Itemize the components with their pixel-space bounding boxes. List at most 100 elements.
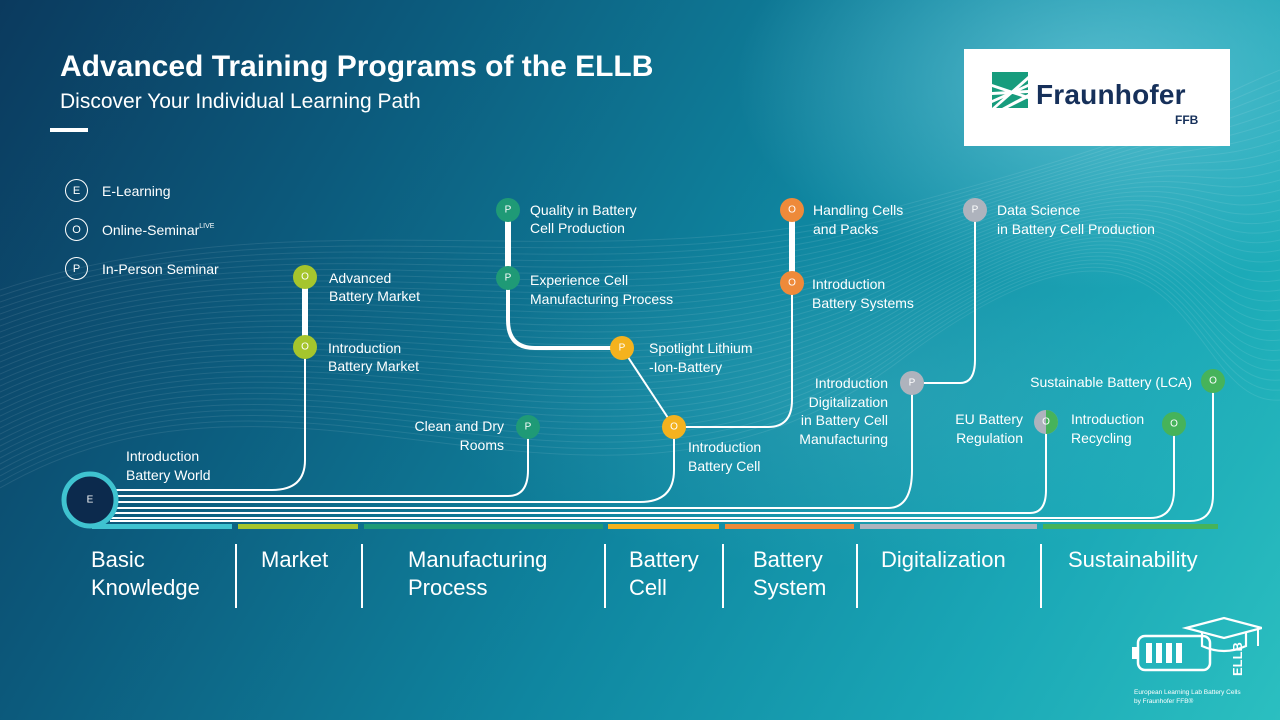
page-title: Advanced Training Programs of the ELLB bbox=[60, 50, 654, 83]
logo-sub: FFB bbox=[1175, 113, 1199, 127]
svg-text:P: P bbox=[525, 422, 532, 433]
bar-manufacturing bbox=[364, 524, 603, 529]
start-node-label: Battery World bbox=[126, 467, 211, 483]
course-label: Handling Cells bbox=[813, 202, 903, 218]
bar-market bbox=[238, 524, 358, 529]
course-label: in Battery Cell Production bbox=[997, 221, 1155, 237]
course-eu-battery-regulation[interactable]: O bbox=[1034, 410, 1058, 434]
course-label: Introduction bbox=[812, 276, 885, 292]
course-label: Introduction bbox=[1071, 411, 1144, 427]
course-label: EU Battery bbox=[955, 411, 1023, 427]
svg-text:O: O bbox=[1209, 376, 1217, 387]
course-label: Sustainable Battery (LCA) bbox=[1030, 374, 1192, 390]
start-node-label: Introduction bbox=[126, 448, 199, 464]
course-label: Battery Market bbox=[329, 288, 420, 304]
course-label: Data Science bbox=[997, 202, 1080, 218]
svg-text:O: O bbox=[788, 278, 796, 289]
course-label: Introduction bbox=[688, 439, 761, 455]
path-spotlight-cell bbox=[621, 347, 675, 428]
path-battery-cell bbox=[110, 427, 675, 503]
path-experience-spotlight bbox=[506, 278, 622, 350]
page-subtitle: Discover Your Individual Learning Path bbox=[60, 90, 421, 113]
course-experience-cell-manufacturing[interactable]: P bbox=[496, 266, 520, 290]
legend-online-seminar: O Online-SeminarLIVE bbox=[65, 218, 214, 241]
legend-e-icon: E bbox=[65, 179, 88, 202]
start-node-letter: E bbox=[87, 495, 94, 506]
fraunhofer-mark-icon bbox=[992, 72, 1028, 108]
course-introduction-battery-cell[interactable]: O bbox=[662, 415, 686, 439]
course-label: Recycling bbox=[1071, 430, 1132, 446]
bar-battery-cell bbox=[608, 524, 719, 529]
svg-text:P: P bbox=[909, 378, 916, 389]
course-sustainable-battery-lca[interactable]: O bbox=[1201, 369, 1225, 393]
legend-label: In-Person Seminar bbox=[102, 260, 219, 277]
course-spotlight-lithium-ion[interactable]: P bbox=[610, 336, 634, 360]
path-lines bbox=[110, 210, 1214, 522]
course-introduction-battery-systems[interactable]: O bbox=[780, 271, 804, 295]
course-label: Manufacturing bbox=[799, 431, 888, 447]
graduation-cap-icon bbox=[1181, 616, 1262, 640]
category-separator bbox=[1040, 544, 1042, 608]
ellb-caption: European Learning Lab Battery Cells by F… bbox=[1134, 689, 1241, 705]
path-digitalization bbox=[110, 383, 913, 509]
ellb-logo: ELLB bbox=[1132, 616, 1262, 676]
category-separator bbox=[235, 544, 237, 608]
course-label: Battery Market bbox=[328, 358, 419, 374]
course-label: Quality in Battery bbox=[530, 202, 637, 218]
category-sustainability: Sustainability bbox=[1068, 547, 1198, 572]
category-separator bbox=[722, 544, 724, 608]
course-quality-in-battery-cell-production[interactable]: P bbox=[496, 198, 520, 222]
svg-text:O: O bbox=[788, 205, 796, 216]
course-handling-cells-and-packs[interactable]: O bbox=[780, 198, 804, 222]
svg-text:O: O bbox=[670, 422, 678, 433]
course-label: Battery Systems bbox=[812, 295, 914, 311]
path-clean-dry bbox=[110, 427, 529, 497]
course-label: Digitalization bbox=[809, 394, 888, 410]
course-data-science[interactable]: P bbox=[963, 198, 987, 222]
path-cell-systems bbox=[674, 283, 793, 428]
category-market: Market bbox=[261, 547, 329, 572]
svg-text:P: P bbox=[505, 273, 512, 284]
logo-name: Fraunhofer bbox=[1036, 79, 1186, 110]
svg-text:P: P bbox=[972, 205, 979, 216]
course-label: Cell Production bbox=[530, 220, 625, 236]
live-superscript: LIVE bbox=[199, 222, 215, 230]
course-label: Battery Cell bbox=[688, 458, 760, 474]
course-label: Spotlight Lithium bbox=[649, 340, 753, 356]
legend-label: Online-SeminarLIVE bbox=[102, 221, 215, 238]
category-separator bbox=[856, 544, 858, 608]
course-label: and Packs bbox=[813, 221, 878, 237]
course-label: Regulation bbox=[956, 430, 1023, 446]
path-recycling bbox=[110, 424, 1175, 519]
course-label: in Battery Cell bbox=[801, 412, 888, 428]
fraunhofer-logo: Fraunhofer FFB bbox=[964, 49, 1230, 146]
category-bars bbox=[92, 524, 1218, 529]
path-digital-datascience bbox=[912, 210, 976, 384]
svg-text:O: O bbox=[301, 272, 309, 283]
course-clean-and-dry-rooms[interactable]: P bbox=[516, 415, 540, 439]
bar-digitalization bbox=[860, 524, 1037, 529]
svg-text:O: O bbox=[1170, 419, 1178, 430]
course-label: Introduction bbox=[328, 340, 401, 356]
legend-in-person-seminar: P In-Person Seminar bbox=[65, 257, 219, 280]
svg-text:P: P bbox=[505, 205, 512, 216]
legend-label: E-Learning bbox=[102, 182, 171, 199]
course-label: Rooms bbox=[460, 437, 504, 453]
course-introduction-digitalization[interactable]: P bbox=[900, 371, 924, 395]
legend-p-icon: P bbox=[65, 257, 88, 280]
course-label: Experience Cell bbox=[530, 272, 628, 288]
title-underline bbox=[50, 128, 88, 132]
start-node[interactable]: E bbox=[61, 471, 119, 529]
course-label: -Ion-Battery bbox=[649, 359, 722, 375]
bar-battery-system bbox=[725, 524, 854, 529]
course-label: Clean and Dry bbox=[415, 418, 505, 434]
course-introduction-battery-market[interactable]: O bbox=[293, 335, 317, 359]
course-introduction-recycling[interactable]: O bbox=[1162, 412, 1186, 436]
legend-e-learning: E E-Learning bbox=[65, 179, 171, 202]
bar-basic-knowledge bbox=[92, 524, 232, 529]
course-advanced-battery-market[interactable]: O bbox=[293, 265, 317, 289]
